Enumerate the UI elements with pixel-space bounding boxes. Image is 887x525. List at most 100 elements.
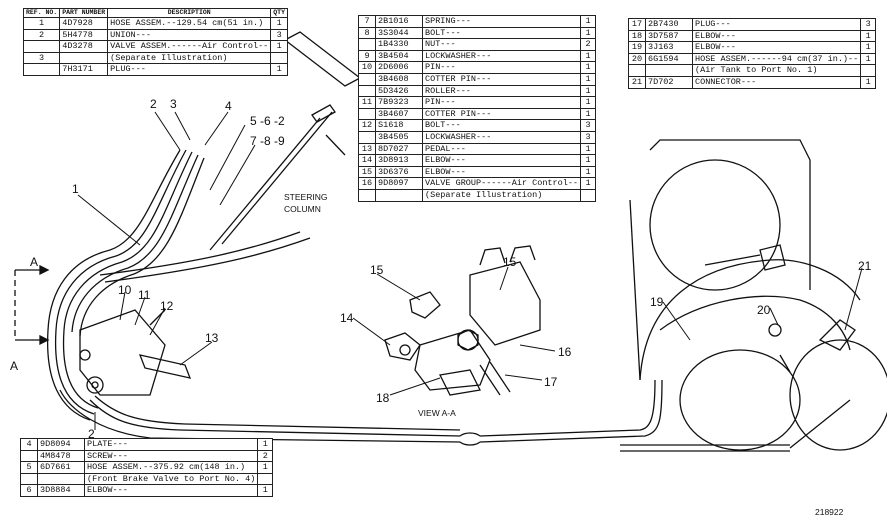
cell-qty (580, 188, 597, 202)
cell-description: SPRING--- (421, 15, 582, 28)
cell-qty: 1 (860, 41, 877, 54)
cell-part-number: 7H3171 (59, 63, 109, 76)
cell-ref: 7 (358, 15, 376, 28)
cell-ref: 16 (358, 177, 376, 190)
front-brake-valve (79, 309, 192, 396)
cell-ref (22, 63, 61, 76)
cell-ref (358, 38, 376, 51)
cell-ref: 14 (358, 154, 376, 167)
table-row: 3(Separate Illustration) (22, 51, 288, 65)
cell-ref: 15 (358, 165, 376, 179)
cell-description: HOSE ASSEM.--129.54 cm(51 in.) (107, 17, 272, 30)
cell-qty: 1 (860, 52, 877, 66)
callout-19: 19 (650, 295, 664, 309)
cell-ref: 11 (358, 96, 376, 109)
cell-ref: 10 (358, 61, 376, 74)
cell-description: COTTER PIN--- (421, 72, 582, 86)
view-aa-valve-group (384, 245, 541, 396)
cell-part-number: 4D3278 (59, 40, 109, 53)
cell-ref: 21 (628, 75, 646, 89)
cell-qty: 3 (580, 130, 597, 144)
cell-ref: 1 (22, 17, 61, 30)
cell-ref (358, 72, 376, 86)
cell-ref: 18 (628, 29, 646, 43)
cell-qty: 1 (580, 154, 597, 167)
cell-part-number: 2B1016 (375, 15, 423, 28)
callout-21: 21 (858, 259, 872, 273)
callout-10: 10 (118, 283, 132, 297)
cell-description: LOCKWASHER--- (421, 130, 582, 144)
cell-description: (Separate Illustration) (421, 188, 582, 202)
callout-1: 1 (72, 182, 79, 196)
cell-description: ROLLER--- (421, 84, 582, 98)
cell-description: COTTER PIN--- (421, 107, 582, 121)
cell-part-number (59, 51, 109, 65)
cell-description: ELBOW--- (691, 41, 862, 54)
cell-part-number: 6G1594 (645, 52, 693, 66)
cell-part-number: 5D3426 (375, 84, 423, 98)
cell-part-number: 6D7661 (37, 461, 85, 474)
cell-qty: 2 (580, 38, 597, 51)
cell-description: (Front Brake Valve to Port No. 4) (83, 472, 259, 486)
cell-description: PIN--- (421, 96, 582, 109)
callout-4: 4 (225, 99, 232, 113)
cell-ref: 5 (20, 461, 38, 474)
figure-number: 218922 (815, 507, 844, 517)
cell-part-number: 2D6006 (375, 61, 423, 74)
callout-numbers: 1 2 3 4 5 -6 -2 7 -8 -9 10 11 12 13 2 15… (10, 97, 872, 517)
cell-qty: 3 (580, 119, 597, 132)
table-row: (Front Brake Valve to Port No. 4) (20, 472, 274, 486)
header-part: PART NUMBER (59, 8, 109, 18)
cell-qty: 1 (257, 484, 274, 497)
cell-qty: 1 (580, 84, 597, 98)
cell-description: UNION--- (107, 28, 272, 42)
cell-ref (22, 40, 61, 53)
leader-lines (77, 111, 863, 430)
steering-label: STEERING (284, 192, 327, 202)
cell-ref: 13 (358, 142, 376, 156)
cell-part-number: 9D8097 (375, 177, 423, 190)
callout-2-bottom: 2 (88, 427, 95, 441)
cell-qty: 1 (270, 40, 288, 53)
view-aa-label: VIEW A-A (418, 408, 456, 418)
cell-part-number: 1B4330 (375, 38, 423, 51)
cell-qty: 1 (580, 177, 597, 190)
cell-ref: 19 (628, 41, 646, 54)
cell-description: (Air Tank to Port No. 1) (691, 64, 862, 77)
cell-qty (860, 64, 877, 77)
table-header-row: REF. NO. PART NUMBER DESCRIPTION QTY (22, 8, 288, 18)
cell-description: ELBOW--- (421, 165, 582, 179)
cell-ref (20, 449, 38, 463)
cell-qty: 1 (580, 107, 597, 121)
cell-ref (358, 107, 376, 121)
left-hose-bundle (46, 149, 311, 421)
cell-ref: 9 (358, 49, 376, 63)
table-row: (Separate Illustration) (358, 188, 597, 202)
callout-13: 13 (205, 331, 219, 345)
cell-part-number: 9D8094 (37, 438, 85, 451)
cell-part-number: 3D7587 (645, 29, 693, 43)
cell-description: BOLT--- (421, 26, 582, 40)
cell-qty: 2 (257, 449, 274, 463)
cell-qty: 3 (270, 28, 288, 42)
table-row: (Air Tank to Port No. 1) (628, 64, 877, 77)
cell-qty (270, 51, 288, 65)
cell-ref (358, 84, 376, 98)
right-hose-routing (639, 244, 861, 381)
